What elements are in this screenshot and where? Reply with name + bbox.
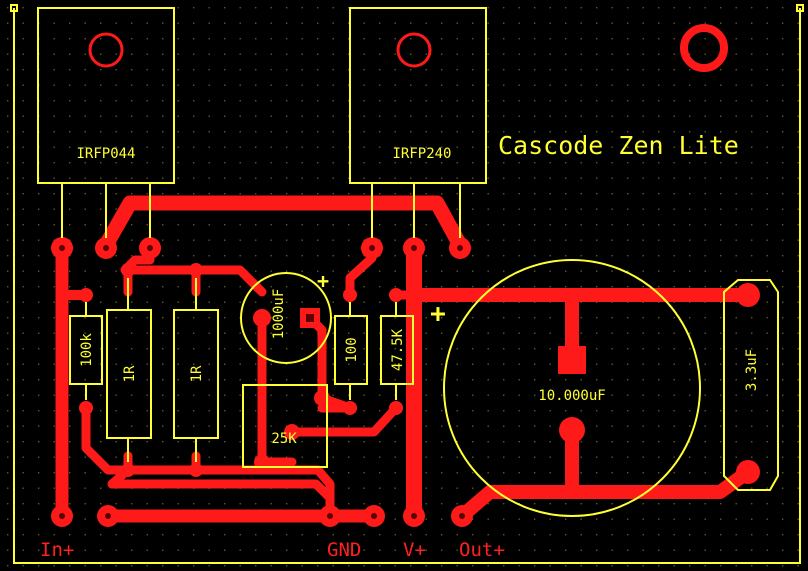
connector-gnd-label: GND xyxy=(327,539,361,561)
c-film-label: 3.3uF xyxy=(744,349,760,391)
silkscreen-outlines xyxy=(37,7,779,517)
q1-label: IRFP044 xyxy=(76,146,135,162)
r4-label: 100 xyxy=(344,337,360,362)
connector-out-label: Out+ xyxy=(459,539,505,561)
r3-label: 1R xyxy=(189,365,205,382)
connector-vplus-label: V+ xyxy=(403,539,426,561)
board-title: Cascode Zen Lite xyxy=(498,131,739,160)
c1-polarity-plus: + xyxy=(317,269,329,293)
pot-label: 25K xyxy=(271,431,297,447)
q2-label: IRFP240 xyxy=(392,146,451,162)
c1-label: 1000uF xyxy=(271,289,287,340)
connector-in-label: In+ xyxy=(40,539,74,561)
c-main-polarity-plus: + xyxy=(430,299,446,329)
c-main-label: 10.000uF xyxy=(538,388,605,404)
r1-label: 100k xyxy=(79,333,95,367)
board-outline xyxy=(10,4,804,564)
r2-label: 1R xyxy=(122,365,138,382)
r5-label: 47.5K xyxy=(390,328,406,371)
